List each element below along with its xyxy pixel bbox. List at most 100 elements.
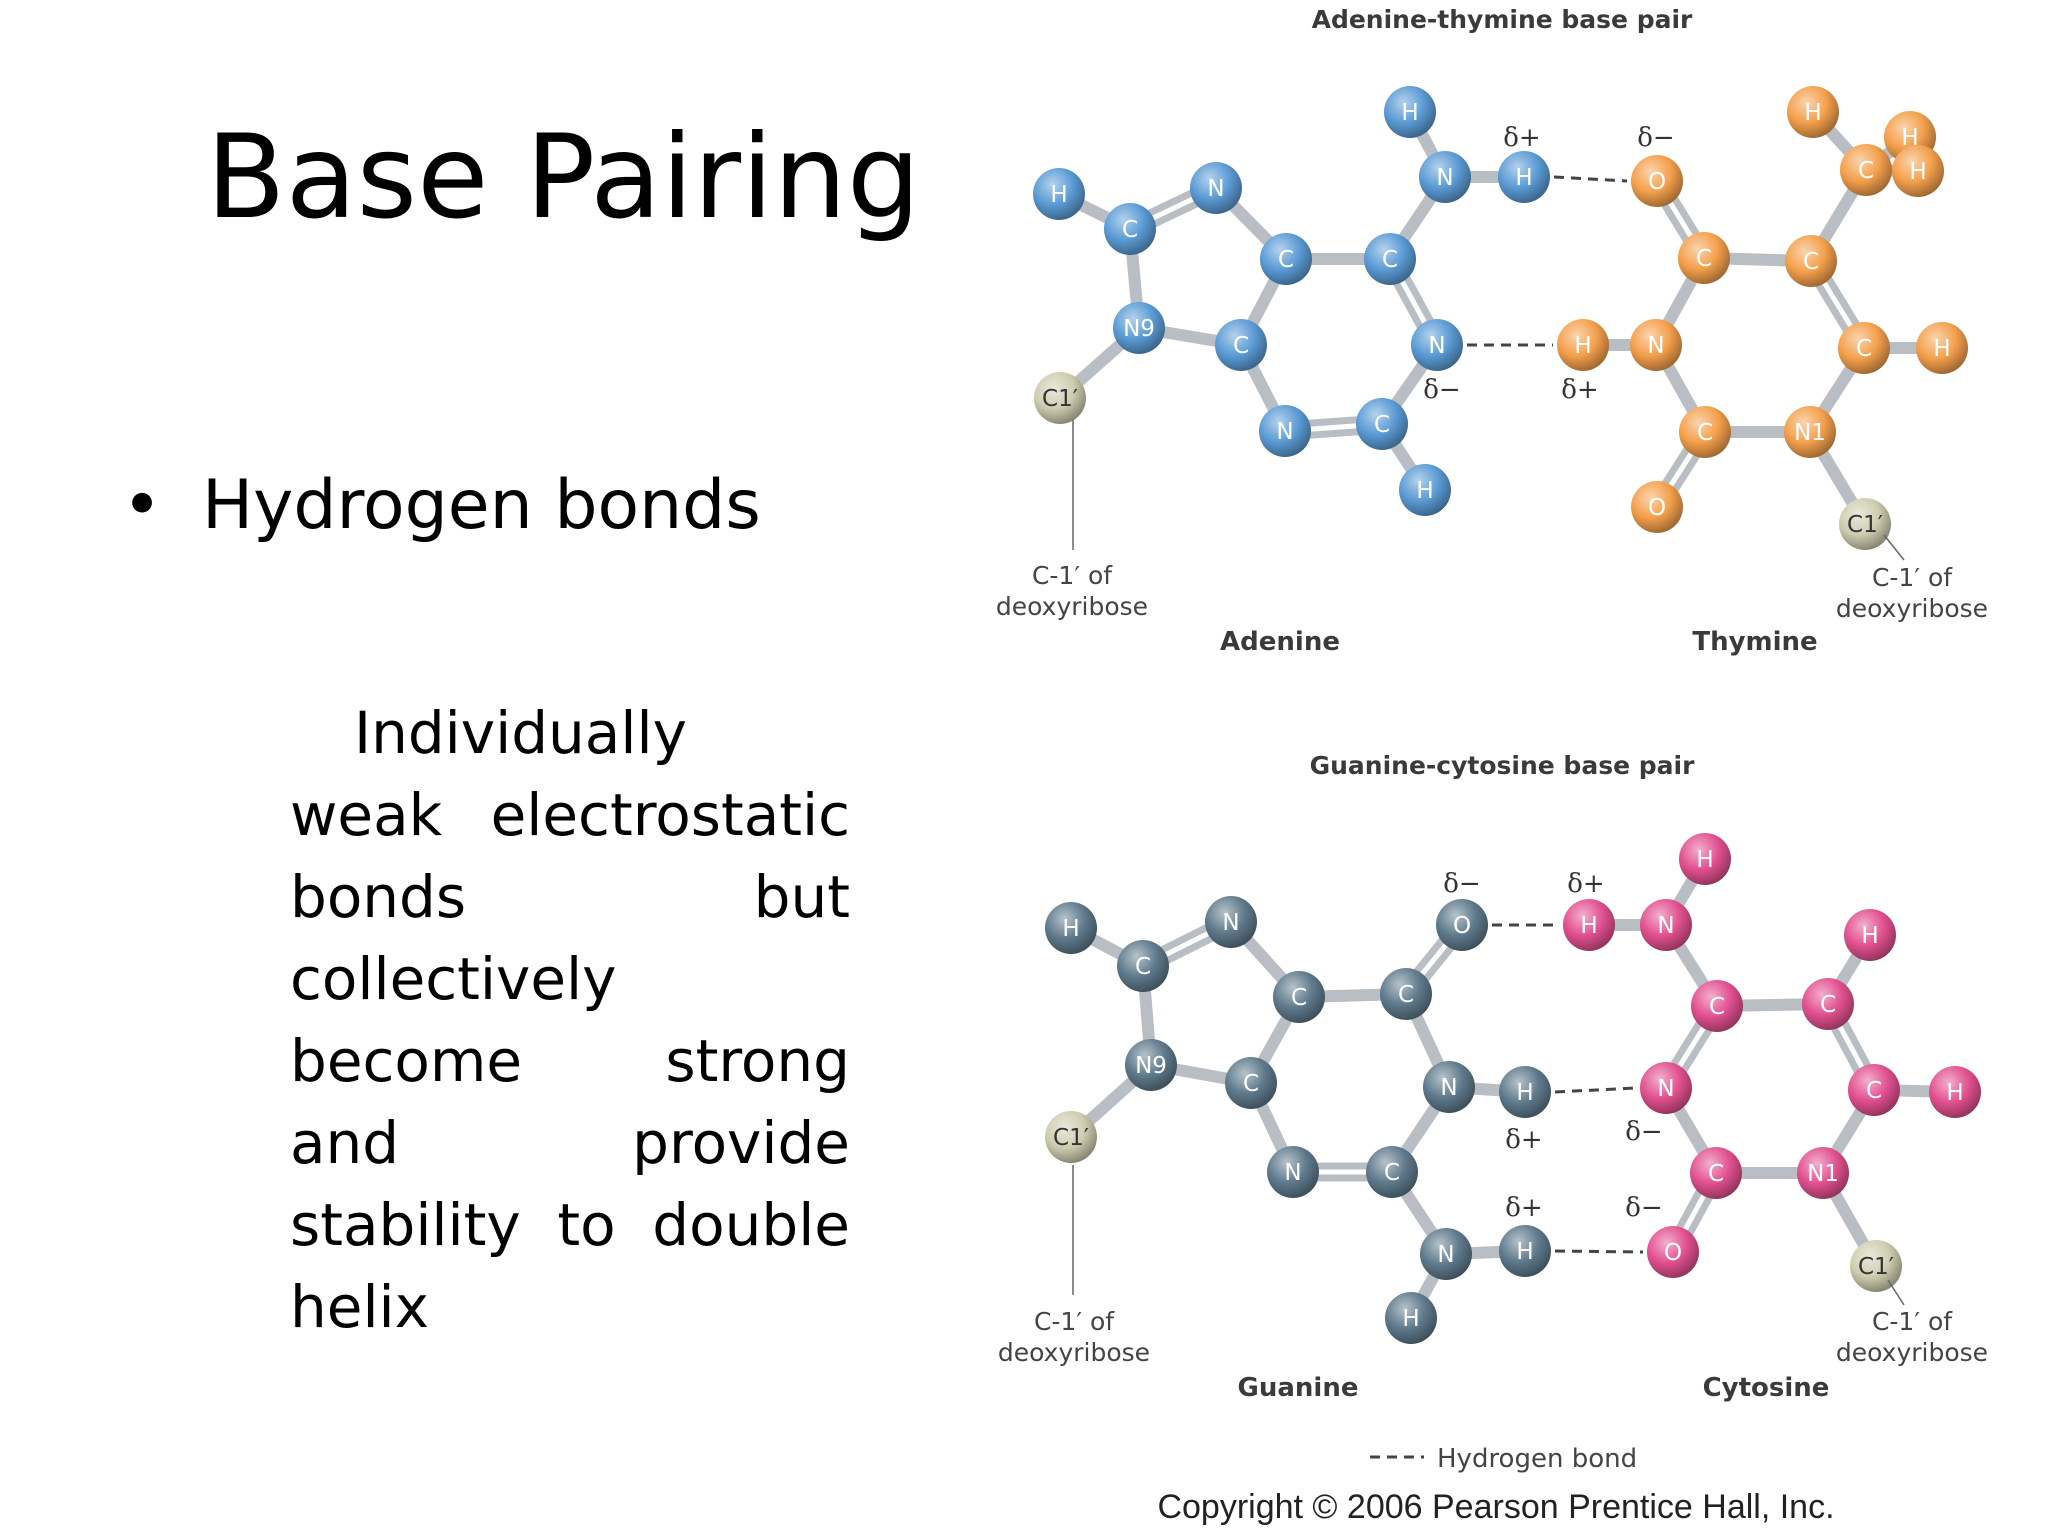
hydrogen-bond: [1554, 1249, 1644, 1254]
atom-label: N: [1647, 333, 1664, 359]
adenine-atom-n9: N9: [1113, 302, 1165, 354]
atom-label: C: [1696, 246, 1712, 272]
atom-label: H: [1696, 847, 1713, 873]
atom-label: N: [1437, 1242, 1454, 1268]
c1-note-line2: deoxyribose: [998, 1338, 1150, 1367]
thymine-atom-n1: N1: [1784, 406, 1836, 458]
hydrogen-bond: [1553, 175, 1628, 183]
cytosine-atom-h: H: [1679, 833, 1731, 885]
c1-atom: C1′: [1839, 498, 1891, 550]
bullet-item: •Hydrogen bonds: [122, 472, 761, 540]
atom-label: H: [1416, 478, 1433, 504]
guanine-atom-h: H: [1385, 1292, 1437, 1344]
atom-label: H: [1933, 336, 1950, 362]
atom-label: C: [1291, 985, 1307, 1011]
atom-label: N: [1440, 1075, 1457, 1101]
cytosine-atom-h: H: [1844, 909, 1896, 961]
c1-atom: C1′: [1850, 1240, 1902, 1292]
atom-label: C: [1135, 954, 1151, 980]
atom-label: C: [1858, 158, 1874, 184]
thymine-atom-h: H: [1787, 86, 1839, 138]
adenine-atom-n: N: [1411, 319, 1463, 371]
atom-label: C: [1384, 1160, 1400, 1186]
adenine-atom-n: N: [1259, 405, 1311, 457]
guanine-atom-n: N: [1205, 896, 1257, 948]
copyright-text: Copyright © 2006 Pearson Prentice Hall, …: [1157, 1488, 1834, 1526]
thymine-atom-c: C: [1785, 235, 1837, 287]
atom-label: H: [1050, 182, 1067, 208]
c1-note-line1: C-1′ of: [1872, 563, 1953, 592]
cytosine-atom-n: N: [1640, 1062, 1692, 1114]
guanine-atom-o: O: [1436, 899, 1488, 951]
atom-label: N: [1276, 419, 1293, 445]
thymine-atom-o: O: [1631, 481, 1683, 533]
thymine-atom-n: N: [1630, 319, 1682, 371]
delta-minus-label: δ−: [1637, 123, 1674, 153]
atom-label: N: [1428, 333, 1445, 359]
adenine-atom-c: C: [1104, 203, 1156, 255]
hydrogen-bonds-layer: [1467, 175, 1644, 1254]
atom-label: N: [1657, 913, 1674, 939]
atom-label: C: [1233, 333, 1249, 359]
adenine-atom-c: C: [1356, 398, 1408, 450]
atom-label: N: [1657, 1076, 1674, 1102]
guanine-atom-n: N: [1420, 1228, 1472, 1280]
guanine-atom-h: H: [1499, 1225, 1551, 1277]
atom-label: N1: [1794, 420, 1826, 446]
adenine-atom-c: C: [1364, 233, 1416, 285]
thymine-atom-c: C: [1838, 322, 1890, 374]
cytosine-atom-c: C: [1848, 1064, 1900, 1116]
atom-label: C: [1697, 420, 1713, 446]
atom-label: H: [1861, 923, 1878, 949]
guanine-atom-h: H: [1045, 902, 1097, 954]
adenine-atom-n: N: [1190, 162, 1242, 214]
atom-label: H: [1516, 1239, 1533, 1265]
atom-label: N: [1436, 165, 1453, 191]
atom-label: O: [1453, 913, 1471, 939]
atom-label: O: [1664, 1240, 1682, 1266]
atom-label: H: [1062, 916, 1079, 942]
cytosine-atom-c: C: [1690, 1147, 1742, 1199]
guanine-atom-n: N: [1267, 1146, 1319, 1198]
atom-label: N: [1207, 176, 1224, 202]
atom-label: H: [1574, 333, 1591, 359]
atom-label: C1′: [1858, 1254, 1894, 1280]
c1-atom: C1′: [1034, 372, 1086, 424]
guanine-atom-c: C: [1117, 940, 1169, 992]
atom-label: C1′: [1847, 512, 1883, 538]
atom-label: C: [1278, 247, 1294, 273]
c1-note-line1: C-1′ of: [1872, 1307, 1953, 1336]
atom-label: C: [1243, 1071, 1259, 1097]
cytosine-atom-n1: N1: [1797, 1147, 1849, 1199]
c1-note-line1: C-1′ of: [1032, 561, 1113, 590]
cytosine-atom-o: O: [1647, 1226, 1699, 1278]
atom-label: H: [1909, 159, 1926, 185]
delta-plus-label: δ+: [1503, 123, 1540, 153]
atom-label: H: [1402, 1306, 1419, 1332]
atom-label: H: [1901, 125, 1918, 151]
at-pair-title: Adenine-thymine base pair: [1312, 5, 1693, 34]
thymine-label: Thymine: [1692, 627, 1817, 657]
cytosine-label: Cytosine: [1703, 1373, 1830, 1403]
guanine-atom-c: C: [1380, 968, 1432, 1020]
c1-note-line2: deoxyribose: [1836, 1338, 1988, 1367]
thymine-atom-c: C: [1678, 232, 1730, 284]
guanine-label: Guanine: [1238, 1373, 1359, 1403]
c1-note-line2: deoxyribose: [1836, 594, 1988, 623]
atom-label: C: [1122, 217, 1138, 243]
adenine-atom-h: H: [1384, 86, 1436, 138]
thymine-atom-h: H: [1892, 145, 1944, 197]
cytosine-atom-h: H: [1563, 899, 1615, 951]
thymine-atom-c: C: [1840, 144, 1892, 196]
atom-label: O: [1648, 169, 1666, 195]
delta-minus-label: δ−: [1625, 1117, 1662, 1147]
atom-label: C: [1708, 1161, 1724, 1187]
c1-note-line2: deoxyribose: [996, 592, 1148, 621]
cytosine-atom-c: C: [1691, 980, 1743, 1032]
gc-pair-title: Guanine-cytosine base pair: [1310, 751, 1695, 780]
atom-label: C: [1820, 992, 1836, 1018]
delta-plus-label: δ+: [1505, 1193, 1542, 1223]
c1-pointer-line: [1883, 534, 1905, 561]
